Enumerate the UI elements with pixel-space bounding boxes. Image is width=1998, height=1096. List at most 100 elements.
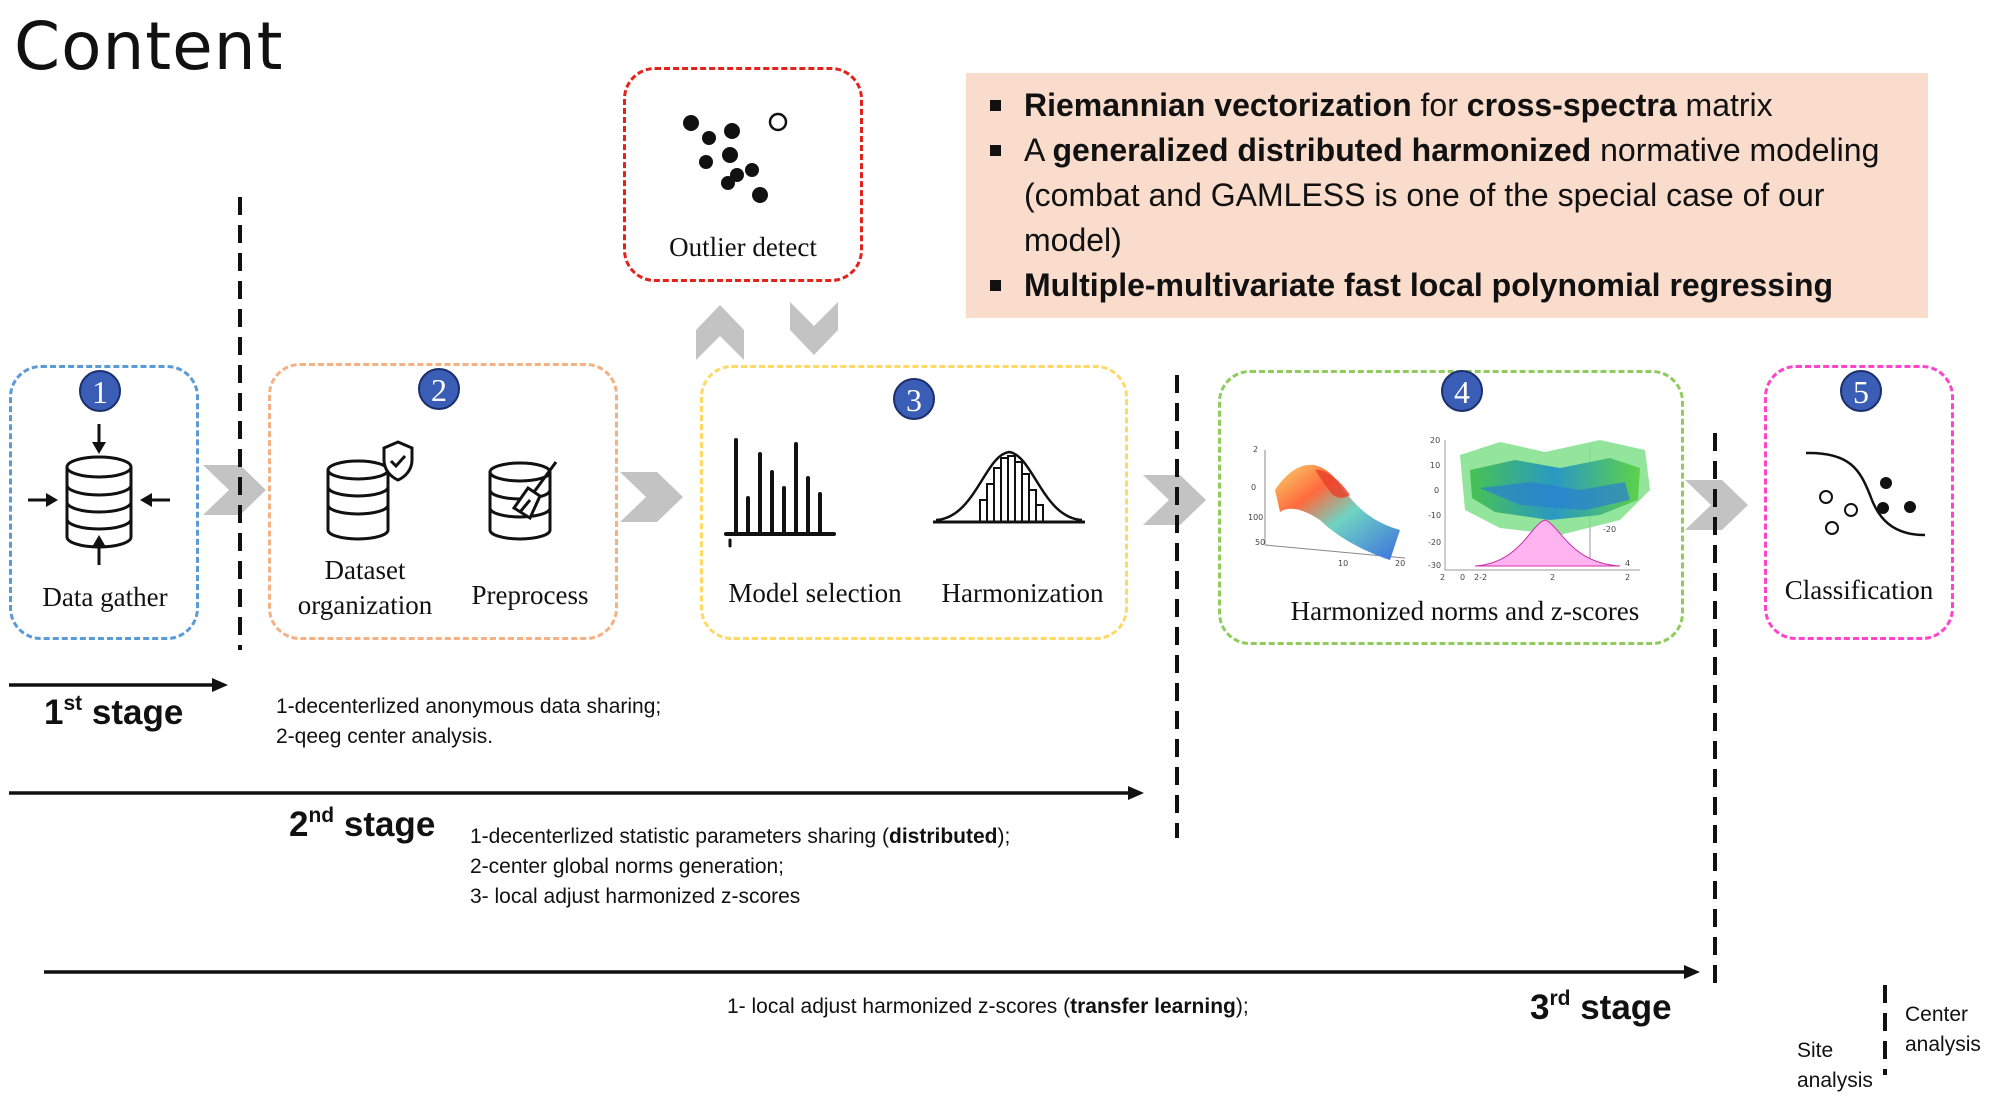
- up-chevron-icon: [696, 305, 744, 360]
- step-2-box: [268, 363, 618, 640]
- svg-text:50: 50: [1255, 538, 1265, 547]
- stage-1-line-1: 1-decenterlized anonymous data sharing;: [276, 695, 662, 718]
- text-run: cross-spectra: [1466, 87, 1677, 123]
- text-run: transfer learning: [1070, 995, 1236, 1018]
- svg-text:2: 2: [1550, 573, 1555, 582]
- text-run: Multiple-multivariate fast local polynom…: [1024, 267, 1834, 303]
- stage-word: stage: [82, 693, 184, 732]
- highlight-item-3: Multiple-multivariate fast local polynom…: [980, 263, 1928, 308]
- stage-sup: rd: [1549, 987, 1571, 1010]
- text-run: A: [1024, 132, 1053, 168]
- step-2-preprocess-label: Preprocess: [471, 580, 589, 610]
- highlight-text: Riemannian vectorization for cross-spect…: [1024, 87, 1773, 123]
- svg-text:20: 20: [1430, 436, 1440, 445]
- highlight-item-2: A generalized distributed harmonized nor…: [980, 128, 1928, 263]
- text-run: Riemannian vectorization: [1024, 87, 1412, 123]
- svg-text:-30: -30: [1428, 561, 1441, 570]
- stage-2-description: 1-decenterlized statistic parameters sha…: [470, 822, 1010, 912]
- svg-text:100: 100: [1248, 513, 1263, 522]
- svg-text:0: 0: [1434, 486, 1439, 495]
- stage-2-line-1: 1-decenterlized statistic parameters sha…: [470, 822, 1010, 852]
- svg-text:2: 2: [1253, 445, 1258, 454]
- text-run: 2-center global norms generation;: [470, 855, 785, 878]
- database-shield-icon: [326, 440, 414, 541]
- stage-2-line-3: 3- local adjust harmonized z-scores: [470, 882, 1010, 912]
- step-5-box: [1764, 365, 1954, 640]
- text-run: for: [1411, 87, 1467, 123]
- step-4-box: [1218, 370, 1684, 645]
- svg-text:-20: -20: [1428, 538, 1441, 547]
- text-run: );: [1235, 995, 1249, 1018]
- chevron-right-icon: [1143, 475, 1206, 525]
- stage-num: 2: [289, 805, 309, 844]
- svg-text:0: 0: [1460, 573, 1465, 582]
- bell-curve-icon: [933, 450, 1085, 524]
- down-chevron-icon: [790, 302, 838, 355]
- stem-plot-icon: [724, 438, 836, 548]
- stage-3-line-1: 1- local adjust harmonized z-scores (tra…: [727, 992, 1249, 1022]
- text-run: normative modeling (combat and GAMLESS i…: [1024, 132, 1880, 258]
- stage-arrows: [9, 678, 1700, 979]
- highlight-text: A generalized distributed harmonized nor…: [1024, 132, 1879, 258]
- text-run: 1-decenterlized statistic parameters sha…: [470, 825, 890, 848]
- outlier-dot-icon: [768, 112, 788, 132]
- bullet-icon: [990, 280, 1001, 291]
- step-5-label: Classification: [1784, 575, 1934, 605]
- stage-dividers: [238, 197, 1887, 1075]
- step-1-box: [9, 365, 199, 640]
- chevron-right-icon: [203, 465, 266, 515]
- stage-num: 3: [1530, 988, 1550, 1027]
- svg-text:10: 10: [1430, 461, 1440, 470]
- svg-text:10: 10: [1338, 559, 1348, 568]
- legend-site-analysis: Site analysis: [1797, 1039, 1873, 1092]
- classification-icon: [1805, 451, 1926, 537]
- stage-2-line-2: 2-center global norms generation;: [470, 852, 1010, 882]
- svg-text:2-2: 2-2: [1474, 573, 1487, 582]
- stage-sup: nd: [308, 804, 335, 827]
- stage-1-line-2: 2-qeeg center analysis.: [276, 725, 494, 748]
- text-run: 1- local adjust harmonized z-scores (: [727, 995, 1071, 1018]
- step-2-label-line2: organization: [297, 590, 433, 620]
- highlight-text: Multiple-multivariate fast local polynom…: [1024, 267, 1833, 303]
- text-run: generalized distributed harmonized: [1052, 132, 1592, 168]
- bullet-icon: [990, 145, 1001, 156]
- chevron-right-icon: [620, 472, 683, 522]
- stage-num: 1: [44, 693, 64, 732]
- text-run: distributed: [889, 825, 998, 848]
- legend-center-analysis: Center analysis: [1905, 1003, 1981, 1056]
- database-gather-icon: [65, 455, 133, 549]
- step-2-badge: 2: [418, 368, 460, 410]
- step-4-badge: 4: [1441, 370, 1483, 412]
- database-brush-icon: [488, 461, 558, 541]
- stage-sup: st: [63, 692, 83, 715]
- step-4-label: Harmonized norms and z-scores: [1290, 596, 1640, 626]
- step-2-label-line1: Dataset: [324, 555, 406, 585]
- step-3-model-selection-label: Model selection: [728, 578, 902, 608]
- text-run: matrix: [1676, 87, 1773, 123]
- svg-text:2: 2: [1440, 573, 1445, 582]
- inward-arrows-icon: [28, 424, 170, 565]
- step-1-badge: 1: [79, 370, 121, 412]
- stage-1-label: 1st stage: [44, 693, 183, 733]
- bullet-icon: [990, 100, 1001, 111]
- stage-word: stage: [334, 805, 436, 844]
- step-3-badge: 3: [893, 378, 935, 420]
- svg-text:-20: -20: [1603, 525, 1616, 534]
- flow-chevrons: [203, 465, 1748, 530]
- svg-text:0: 0: [1251, 483, 1256, 492]
- outlier-label: Outlier detect: [669, 232, 817, 262]
- step-1-label: Data gather: [42, 582, 168, 612]
- svg-text:20: 20: [1395, 559, 1405, 568]
- outlier-box: [623, 67, 863, 282]
- stage-word: stage: [1570, 988, 1672, 1027]
- svg-text:4: 4: [1625, 559, 1630, 568]
- step-3-harmonization-label: Harmonization: [941, 578, 1104, 608]
- scatter-dots-icon: [683, 115, 768, 203]
- svg-text:2: 2: [1625, 573, 1630, 582]
- text-run: );: [997, 825, 1011, 848]
- svg-text:-10: -10: [1428, 511, 1441, 520]
- text-run: 3- local adjust harmonized z-scores: [470, 885, 801, 908]
- stage-3-label: 3rd stage: [1530, 988, 1672, 1028]
